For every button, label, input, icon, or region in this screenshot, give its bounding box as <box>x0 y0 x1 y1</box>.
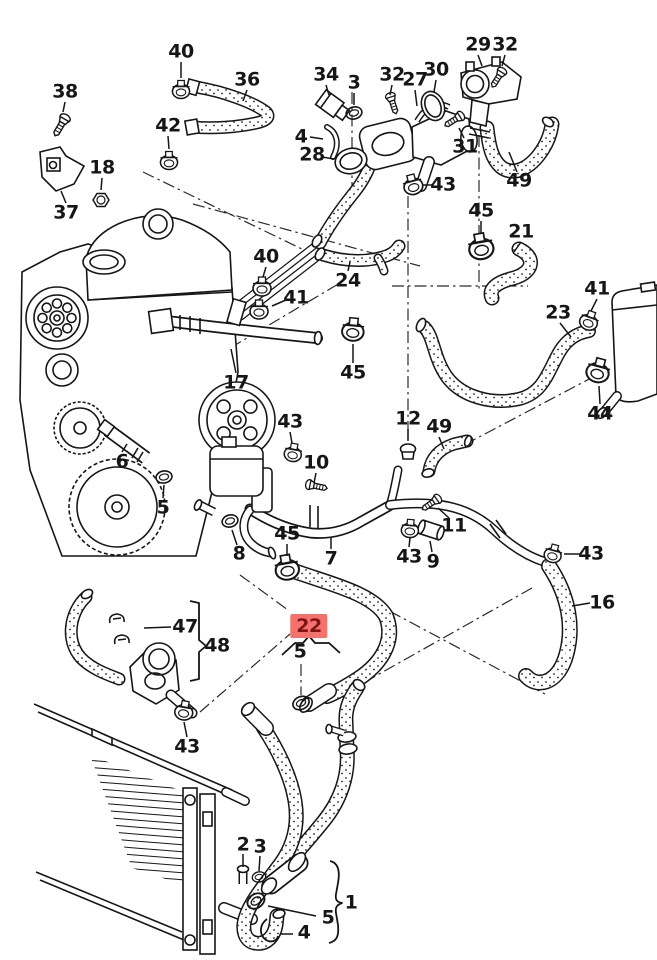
part-label-43-44[interactable]: 43 <box>174 735 200 758</box>
part-label-31-15[interactable]: 31 <box>452 135 478 158</box>
part-label-6-38[interactable]: 6 <box>115 450 129 473</box>
part-label-17-27[interactable]: 17 <box>223 371 249 394</box>
part-label-38-3[interactable]: 38 <box>52 80 78 103</box>
part-label-34-6[interactable]: 34 <box>313 63 339 86</box>
part-label-8-37[interactable]: 8 <box>232 542 246 565</box>
part-label-47-42[interactable]: 47 <box>172 615 198 638</box>
part-label-1-49[interactable]: 1 <box>344 891 358 914</box>
cap-12 <box>399 443 417 460</box>
plug-2 <box>236 864 250 884</box>
tensioner-pulley <box>45 353 79 387</box>
part-label-22-45[interactable]: 22 <box>290 614 328 638</box>
hose-fittings <box>183 77 555 919</box>
part-label-32-8[interactable]: 32 <box>379 63 405 86</box>
hose-47-area <box>71 588 119 679</box>
part-label-3-7[interactable]: 3 <box>347 71 361 94</box>
part-label-43-40[interactable]: 43 <box>578 542 604 565</box>
flange-48 <box>129 642 192 713</box>
part-label-48-43[interactable]: 48 <box>204 634 230 657</box>
part-label-42-2[interactable]: 42 <box>155 114 181 137</box>
o-ring-30 <box>420 90 446 122</box>
part-label-24-25[interactable]: 24 <box>335 269 361 292</box>
timing-gear-large <box>68 458 166 556</box>
part-label-49-31[interactable]: 49 <box>426 415 452 438</box>
part-label-30-10[interactable]: 30 <box>423 58 449 81</box>
part-label-11-32[interactable]: 11 <box>441 514 467 537</box>
part-label-41-24[interactable]: 41 <box>283 286 309 309</box>
part-label-27-9[interactable]: 27 <box>402 68 428 91</box>
part-label-5-50[interactable]: 5 <box>321 906 335 929</box>
part-label-3-48[interactable]: 3 <box>253 835 267 858</box>
part-9 <box>417 519 445 541</box>
part-label-2-47[interactable]: 2 <box>236 833 250 856</box>
part-label-43-33[interactable]: 43 <box>396 545 422 568</box>
hose-16 <box>526 566 570 683</box>
part-label-43-16[interactable]: 43 <box>430 173 456 196</box>
bracket-37 <box>39 146 86 192</box>
part-label-12-30[interactable]: 12 <box>395 407 421 430</box>
part-label-9-34[interactable]: 9 <box>426 550 440 573</box>
hose-49-mid <box>421 435 473 478</box>
oil-filler-cap <box>142 208 174 240</box>
thermostat-housing-27 <box>314 88 478 186</box>
part-label-28-14[interactable]: 28 <box>299 143 325 166</box>
part-label-41-20[interactable]: 41 <box>584 277 610 300</box>
part-label-40-0[interactable]: 40 <box>168 40 194 63</box>
part-label-49-17[interactable]: 49 <box>506 169 532 192</box>
part-label-16-41[interactable]: 16 <box>589 591 615 614</box>
part-label-36-1[interactable]: 36 <box>234 68 260 91</box>
part-label-5-46[interactable]: 5 <box>293 640 307 663</box>
part-label-18-4[interactable]: 18 <box>89 156 115 179</box>
coolant-reservoir <box>596 281 657 420</box>
radiator <box>33 703 252 955</box>
brace-1 <box>328 860 343 944</box>
sensor-34 <box>314 88 351 122</box>
part-label-5-39[interactable]: 5 <box>156 496 170 519</box>
part-label-23-21[interactable]: 23 <box>545 301 571 324</box>
part-label-43-28[interactable]: 43 <box>277 410 303 433</box>
part-label-4-13[interactable]: 4 <box>294 125 308 148</box>
part-label-44-22[interactable]: 44 <box>587 402 613 425</box>
part-label-45-26[interactable]: 45 <box>340 361 366 384</box>
part-label-45-18[interactable]: 45 <box>468 199 494 222</box>
leader-lines <box>60 54 601 935</box>
part-label-37-5[interactable]: 37 <box>53 201 79 224</box>
part-label-10-29[interactable]: 10 <box>303 451 329 474</box>
clips-47 <box>108 613 130 645</box>
brace-48 <box>189 600 207 682</box>
part-label-29-11[interactable]: 29 <box>465 33 491 56</box>
bracket-8 <box>193 436 264 517</box>
part-label-7-35[interactable]: 7 <box>324 547 338 570</box>
part-label-40-23[interactable]: 40 <box>253 245 279 268</box>
bracket-4 <box>259 918 279 943</box>
part-label-45-36[interactable]: 45 <box>274 522 300 545</box>
coolant-pipe-17 <box>147 307 322 346</box>
part-label-32-12[interactable]: 32 <box>492 33 518 56</box>
part-label-21-19[interactable]: 21 <box>508 220 534 243</box>
heater-pipes-pair <box>225 243 321 327</box>
part-label-4-51[interactable]: 4 <box>297 921 311 944</box>
